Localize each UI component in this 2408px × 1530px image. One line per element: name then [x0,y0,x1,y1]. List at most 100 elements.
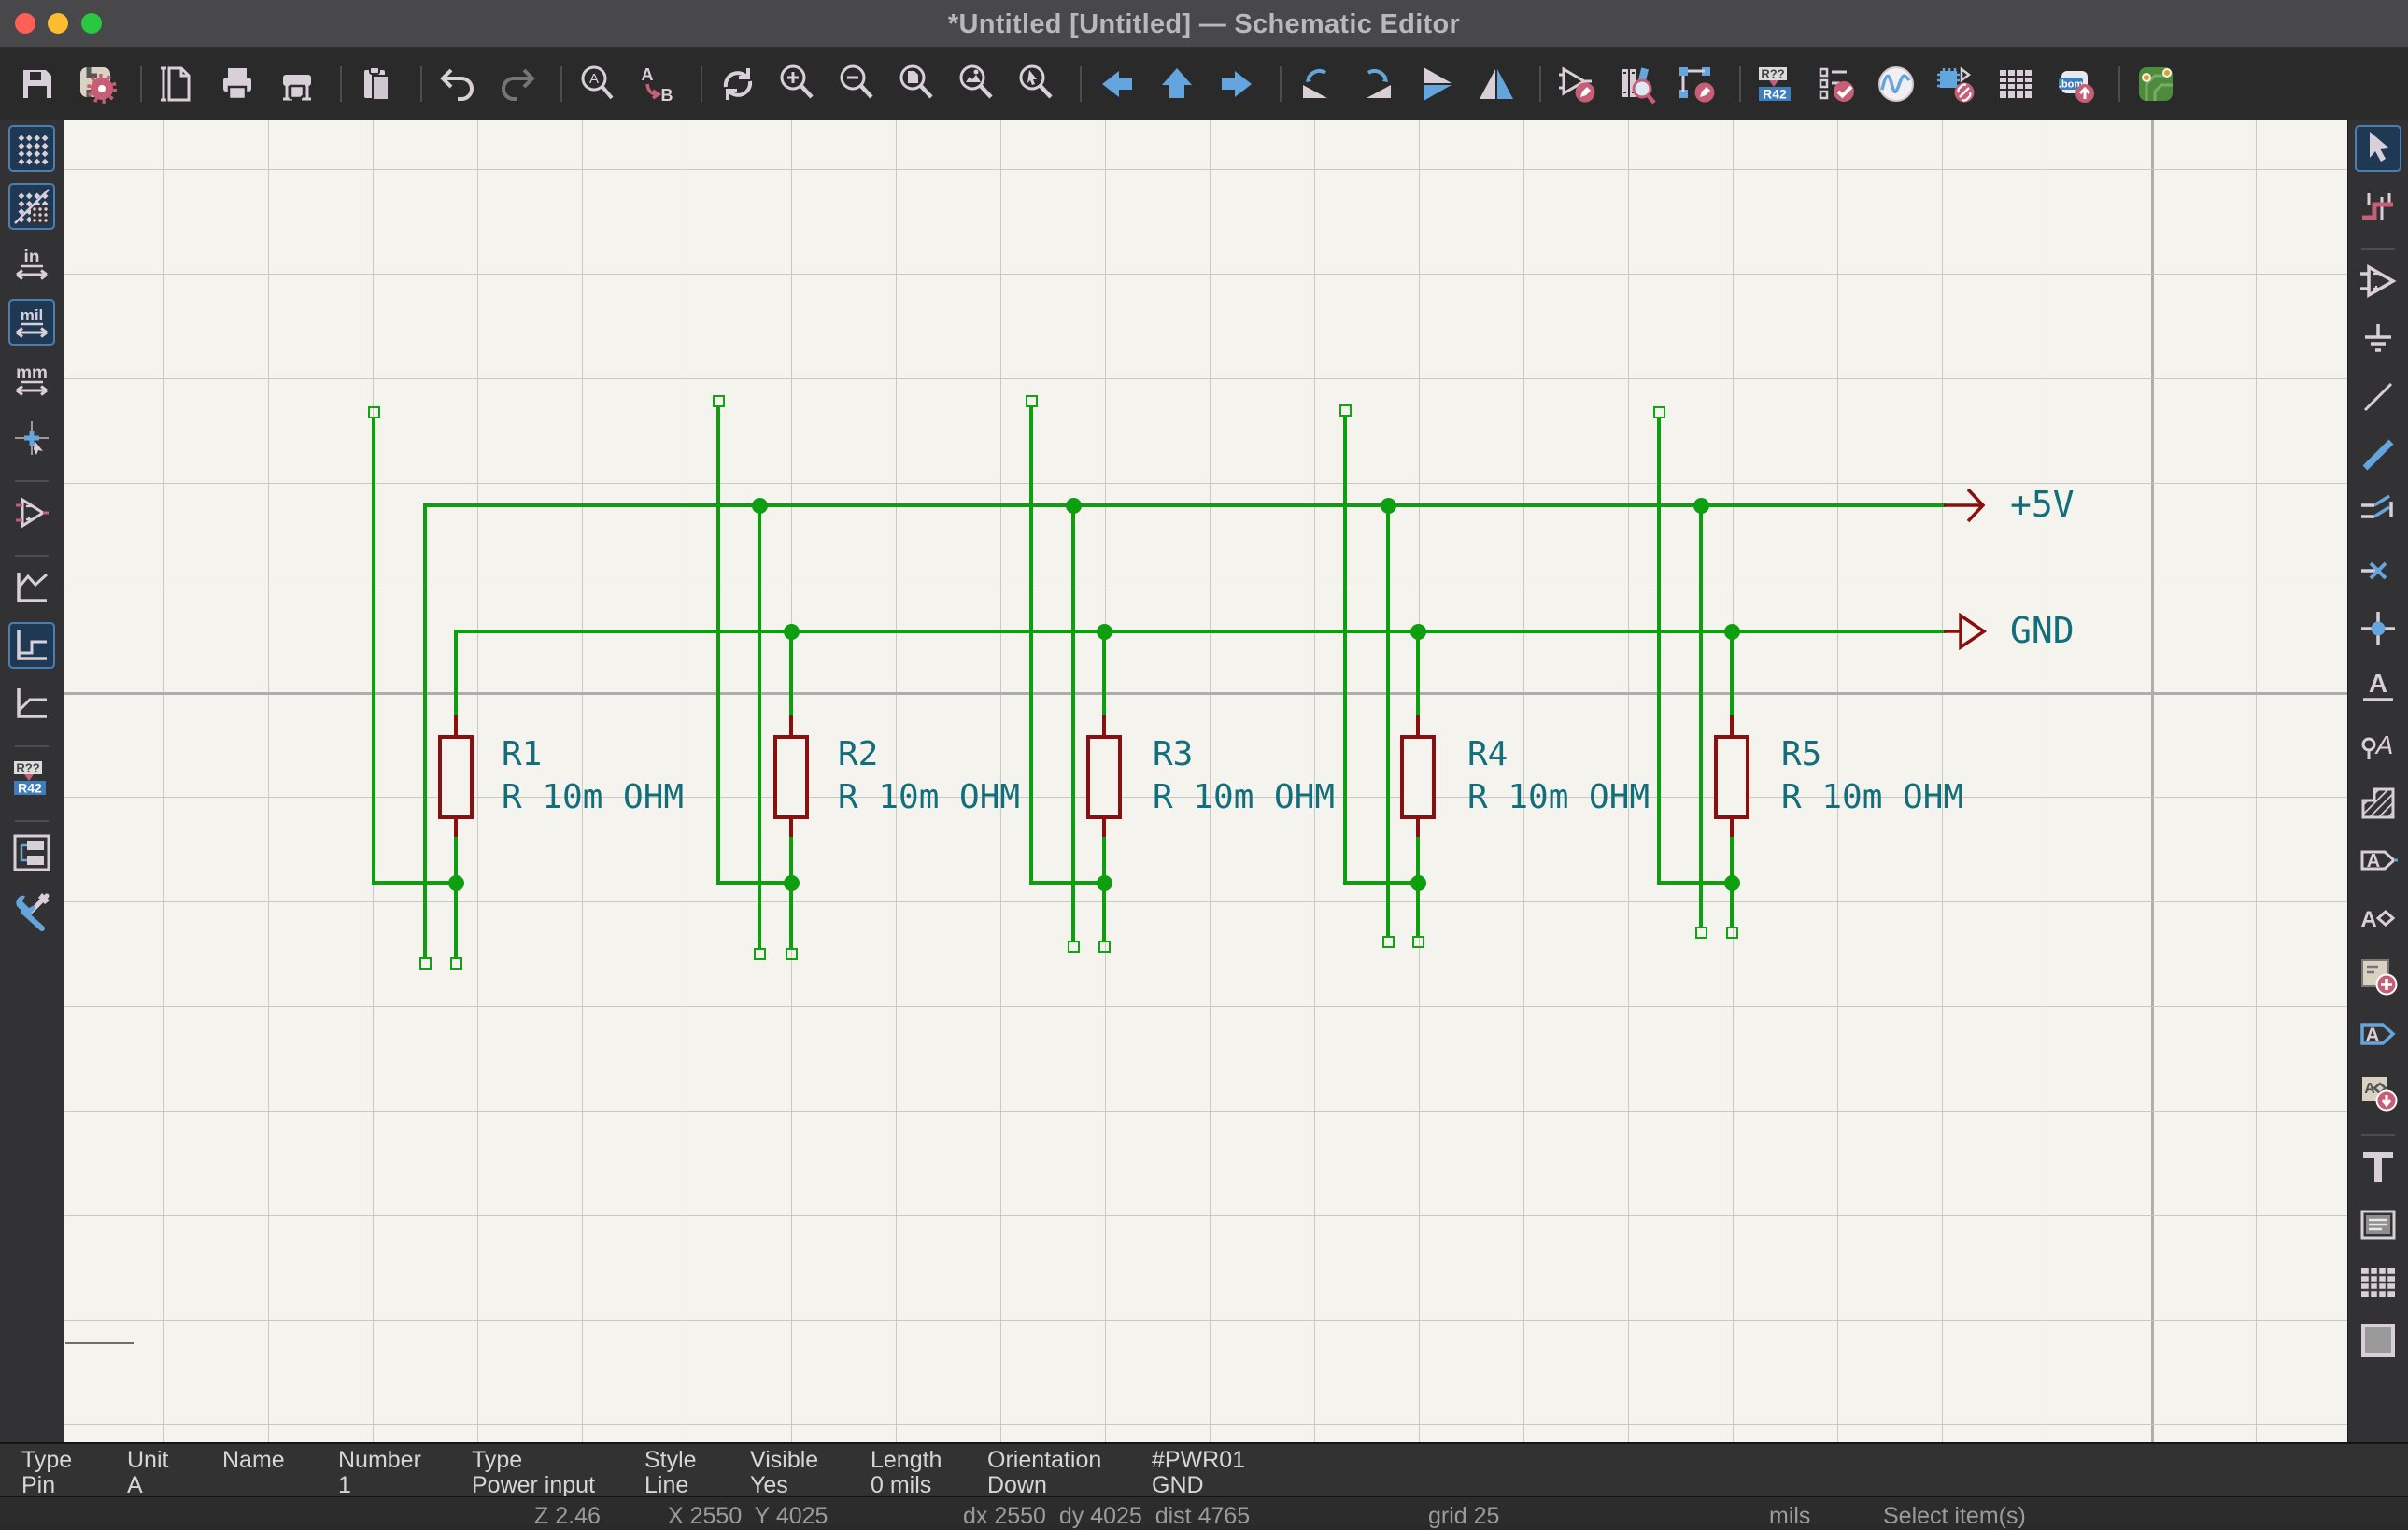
add-power-button[interactable] [2355,316,2401,362]
resistor-pin [1102,715,1106,735]
add-junction-icon [2358,608,2399,649]
plot-button[interactable] [273,62,321,106]
wire-segment [1416,630,1420,717]
wire-segment [1343,417,1347,885]
zoom-out-button[interactable] [833,62,882,106]
erc-button[interactable] [1812,62,1861,106]
minimize-button[interactable] [48,13,68,34]
pin-endpoint-marker [785,947,798,960]
add-hierarchical-label-button[interactable]: A [2355,895,2401,942]
mirror-horizontal-button[interactable] [1472,62,1521,106]
symbol-fields-table-button[interactable] [1991,62,2040,106]
page-settings-button[interactable] [153,62,202,106]
add-rule-area-button[interactable] [2355,779,2401,826]
wires-45-button[interactable] [8,680,55,727]
add-no-connect-button[interactable] [2355,547,2401,594]
grid-override-button[interactable] [8,183,55,230]
junction-dot [1065,497,1082,514]
toolbar-separator [1280,66,1282,102]
export-bom-button[interactable]: .bom [2051,62,2100,106]
add-bus-entry-button[interactable] [2355,489,2401,536]
add-bus-button[interactable] [2355,432,2401,478]
unit-mils-button[interactable]: mil [8,299,55,346]
nav-up-button[interactable] [1153,62,1201,106]
cursor-position: X 2550 Y 4025 [668,1503,829,1529]
add-table-button[interactable] [2355,1259,2401,1306]
zoom-fit-page-button[interactable] [893,62,942,106]
select-button[interactable] [2355,125,2401,172]
add-sheet-button[interactable] [2355,953,2401,999]
refresh-view-button[interactable] [714,62,762,106]
sync-sheet-pins-button[interactable]: A [2355,1069,2401,1115]
save-button[interactable] [13,62,62,106]
hierarchy-navigator-button[interactable] [8,829,55,876]
status-field-value: Line [644,1472,689,1498]
grid-visibility-button[interactable] [8,125,55,172]
wire-segment [1699,503,1703,927]
add-directive-label-button[interactable]: A [2355,721,2401,768]
rotate-cw-button[interactable] [1353,62,1401,106]
add-junction-button[interactable] [2355,605,2401,652]
junction-dot [783,874,800,891]
add-textbox-button[interactable] [2355,1201,2401,1248]
schematic-setup-button[interactable] [73,62,121,106]
junction-dot [447,874,464,891]
add-net-label-button[interactable]: A [2355,663,2401,710]
annotate-button[interactable]: R??R42 [1752,62,1801,106]
open-pcb-editor-button[interactable] [2132,62,2180,106]
edit-symbol-button[interactable] [1552,62,1601,106]
rotate-ccw-button[interactable] [1293,62,1341,106]
unit-mm-button[interactable]: mm [8,357,55,404]
close-button[interactable] [15,13,35,34]
edit-symbol-fields-button[interactable] [1672,62,1721,106]
symbol-library-browser-button[interactable] [1612,62,1661,106]
simulator-button[interactable] [1872,62,1920,106]
schematic-properties-button[interactable] [8,887,55,934]
resistor-pin [789,819,793,839]
find-button[interactable]: A [574,62,622,106]
wire-segment [423,503,427,957]
assign-footprints-button[interactable] [1932,62,1980,106]
add-text-button[interactable] [2355,1143,2401,1190]
zoom-fit-objects-button[interactable] [953,62,1001,106]
nav-back-button[interactable] [1093,62,1141,106]
annotate-auto-button[interactable]: R??R42 [8,755,55,801]
status-field-label: Name [222,1447,285,1473]
mirror-vertical-button[interactable] [1412,62,1461,106]
resistor-value-label: R 10m OHM [1467,778,1650,816]
wires-90-button[interactable] [8,622,55,669]
redo-button[interactable] [493,62,542,106]
cursor-full-crosshair-button[interactable] [8,415,55,461]
zoom-selection-button[interactable] [1013,62,1061,106]
add-rectangle-button[interactable] [2355,1317,2401,1364]
hidden-pins-button[interactable] [8,489,55,536]
unit-inches-button[interactable]: in [8,241,55,288]
grid-size: grid 25 [1428,1503,1500,1529]
pin-endpoint-marker [1411,935,1424,948]
fullscreen-button[interactable] [81,13,102,34]
paste-button[interactable] [353,62,402,106]
zoom-fit-page-icon [897,64,938,105]
highlight-net-button[interactable] [2355,183,2401,230]
erc-icon [1816,64,1857,105]
add-symbol-button[interactable] [2355,258,2401,305]
junction-dot [1723,874,1740,891]
wire-segment [1071,503,1075,941]
add-global-label-button[interactable]: A [2355,837,2401,884]
add-wire-button[interactable] [2355,374,2401,420]
toolbar-separator [1739,66,1741,102]
print-button[interactable] [213,62,262,106]
place-sheet-pin-button[interactable]: A [2355,1011,2401,1057]
wires-any-angle-button[interactable] [8,564,55,611]
edit-symbol-icon [1556,64,1597,105]
undo-button[interactable] [433,62,482,106]
wire-segment [1345,881,1418,885]
wires-90-icon [11,625,52,666]
nav-forward-button[interactable] [1212,62,1261,106]
zoom-in-button[interactable] [773,62,822,106]
